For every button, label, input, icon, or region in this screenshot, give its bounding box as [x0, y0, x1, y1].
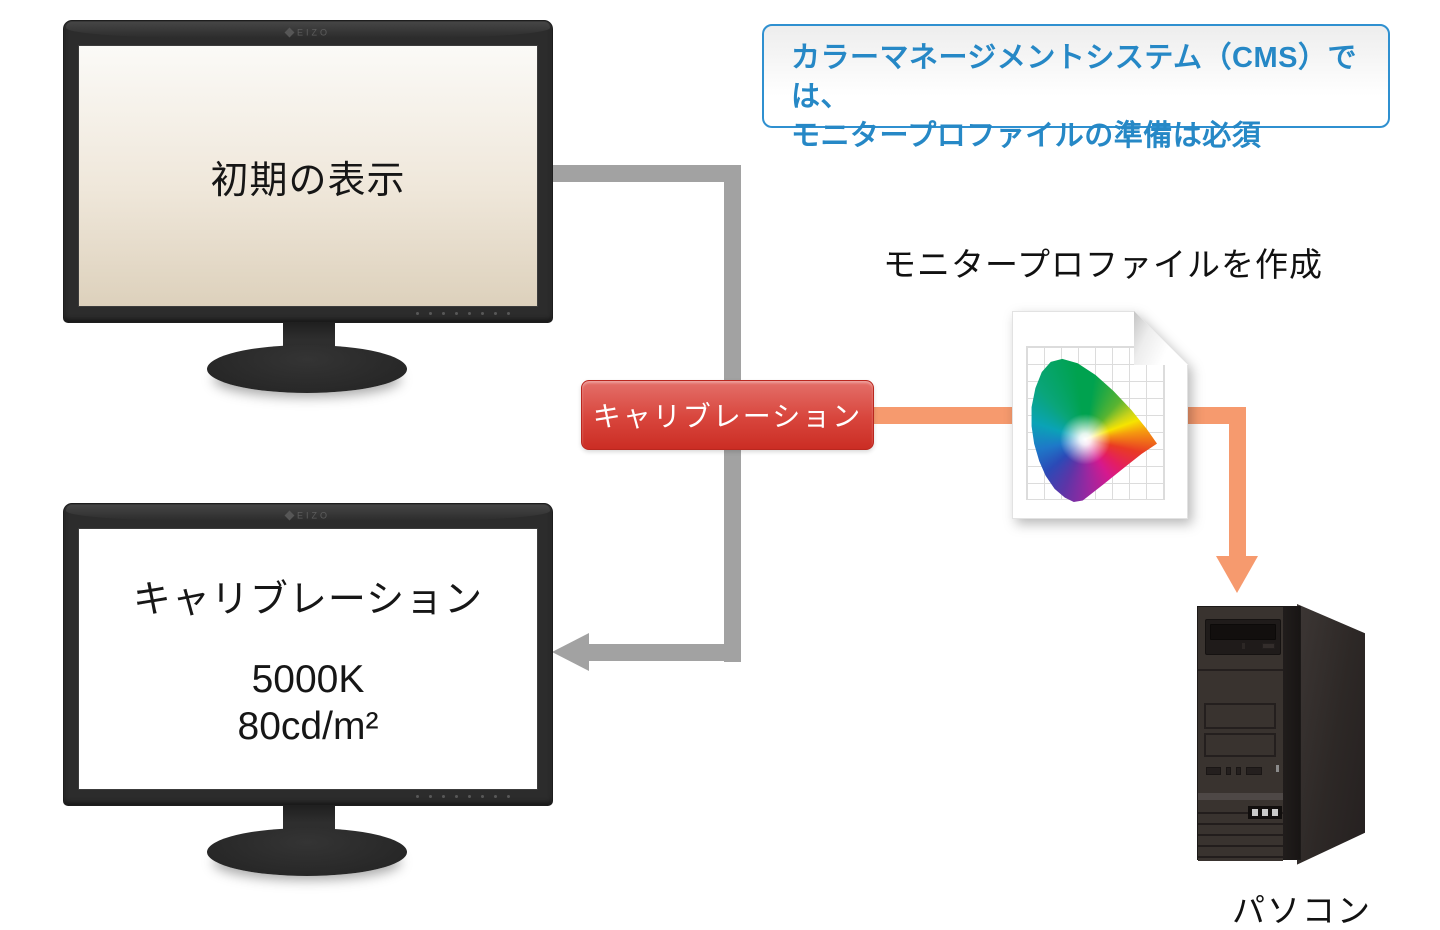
cms-callout-line1: カラーマネージメントシステム（CMS）では、 [791, 42, 1357, 113]
pc-front-edge-bevel [1283, 607, 1300, 859]
cms-callout-box: カラーマネージメントシステム（CMS）では、 モニタープロファイルの準備は必須 [762, 24, 1390, 152]
eizo-logo: EIZO [64, 510, 552, 521]
orange-flow-arrowhead-down-icon [1216, 556, 1258, 593]
eizo-logo-text: EIZO [296, 27, 330, 38]
pc-side-panel [1297, 603, 1365, 865]
monitor-calibrated: EIZO キャリブレーション 5000K 80cd/m² [63, 503, 553, 895]
gray-flow-arrow-bottom-segment [586, 644, 741, 661]
front-panel-band [1198, 793, 1283, 800]
gray-flow-arrow-top-segment [553, 165, 741, 182]
screen-calibration-label: キャリブレーション [132, 578, 484, 621]
front-panel-switches [1206, 767, 1262, 775]
optical-drive-slot [1210, 624, 1276, 640]
orange-flow-arrow-vertical-segment [1229, 407, 1246, 559]
bezel-glare [66, 505, 550, 521]
calibration-temperature: 5000K [251, 657, 365, 701]
calibration-values: 5000K 80cd/m² [238, 657, 379, 751]
eizo-diamond-icon [284, 510, 295, 521]
front-panel-divider [1198, 669, 1283, 671]
monitor-initial-display: EIZO 初期の表示 [63, 20, 553, 412]
screen-initial-display: 初期の表示 [78, 45, 538, 307]
bezel-glare [66, 22, 550, 38]
calibration-brightness: 80cd/m² [237, 704, 379, 748]
bezel-control-buttons [416, 795, 510, 798]
monitor-stand-base [207, 828, 407, 876]
monitor-stand-base [207, 345, 407, 393]
cms-callout-line2: モニタープロファイルの準備は必須 [791, 120, 1262, 152]
eizo-logo: EIZO [64, 27, 552, 38]
power-led [1276, 765, 1279, 772]
optical-drive [1205, 619, 1281, 655]
pc-tower [1197, 600, 1369, 866]
pc-label: パソコン [1232, 892, 1372, 929]
eizo-diamond-icon [284, 27, 295, 38]
drive-bay [1204, 703, 1276, 729]
page-fold-corner-icon [1134, 311, 1188, 365]
monitor-profile-document [1012, 311, 1188, 519]
profile-caption: モニタープロファイルを作成 [882, 246, 1324, 283]
eizo-logo-text: EIZO [296, 510, 330, 521]
bezel-control-buttons [416, 312, 510, 315]
screen-calibrated: キャリブレーション 5000K 80cd/m² [78, 528, 538, 790]
screen-initial-label: 初期の表示 [210, 159, 406, 202]
drive-bay [1204, 733, 1276, 757]
calibration-badge-label: キャリブレーション [592, 401, 863, 432]
front-buttons [1248, 806, 1282, 819]
optical-drive-eject-button [1262, 643, 1275, 649]
gray-flow-arrowhead-left-icon [552, 633, 589, 671]
pc-front-panel [1197, 606, 1301, 861]
optical-drive-indicator [1242, 643, 1245, 649]
calibration-badge: キャリブレーション [581, 380, 874, 450]
